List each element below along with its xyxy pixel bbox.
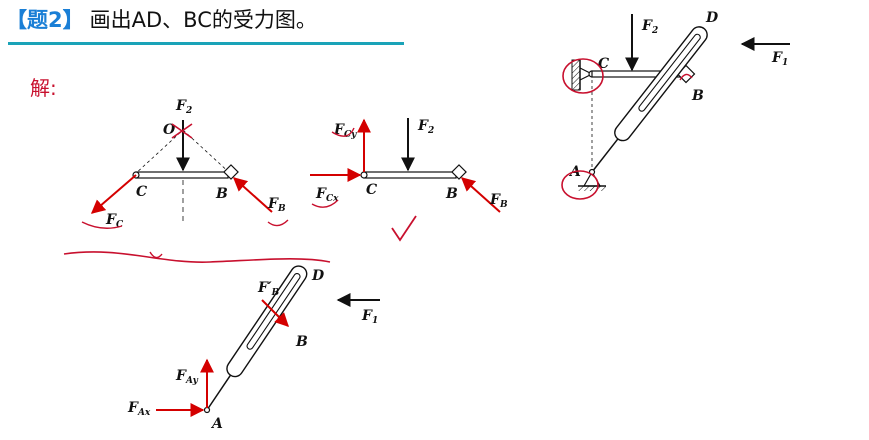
title-underline [8,42,404,45]
problem-text: 画出AD、BC的受力图。 [89,8,317,32]
original-mechanism: C B D A F2 F1 [561,10,790,200]
label-F2: F2 [641,18,658,36]
label-FC: FC [105,212,124,230]
label-F2-2: F2 [417,118,434,136]
fbd-ad: A B D FAy FAx F′B F1 [127,265,380,432]
force-FBprime-arrow [261,299,289,327]
label-B: B [691,88,704,104]
label-D: D [705,10,719,26]
label-FCy: FCy [333,122,357,140]
annotation-circle-C [562,58,604,94]
label-C-2: C [366,182,377,198]
label-B-1: B [215,186,228,202]
label-D-fbd: D [311,268,325,284]
bar-BC-1 [135,171,229,179]
label-F2-1: F2 [175,98,192,116]
label-C: C [598,56,609,72]
force-FB-arrow-2 [460,177,501,213]
label-FBprime: F′B [257,280,280,298]
label-O: O [163,122,176,138]
label-FB-2: FB [489,192,508,210]
label-FAy: FAy [175,368,199,386]
label-A-fbd: A [210,416,223,432]
force-FB-arrow [232,177,273,213]
bar-BC-2 [363,171,457,179]
wall-support [571,59,581,91]
label-B-fbd: B [295,334,308,350]
label-FCx: FCx [315,186,339,204]
label-B-2: B [445,186,458,202]
fbd-bc-components: C B FCy FCx F2 FB [310,118,508,242]
label-F1-fbd: F1 [361,308,378,326]
label-C-1: C [136,184,147,200]
problem-tag: 【题2】 [6,8,84,32]
label-FAx: FAx [127,400,151,418]
solution-label: 解: [30,76,57,100]
slot [638,33,701,112]
annotation-circle-A [561,170,599,200]
fbd-bc-three-force: O C B F2 FC FB [81,98,289,230]
label-F1: F1 [771,50,788,68]
separator-scribble [63,251,331,263]
checkmark [391,215,417,242]
problem-title: 【题2】 画出AD、BC的受力图。 [6,2,317,36]
label-FB: FB [267,196,286,214]
force-FC-arrow [90,174,137,214]
